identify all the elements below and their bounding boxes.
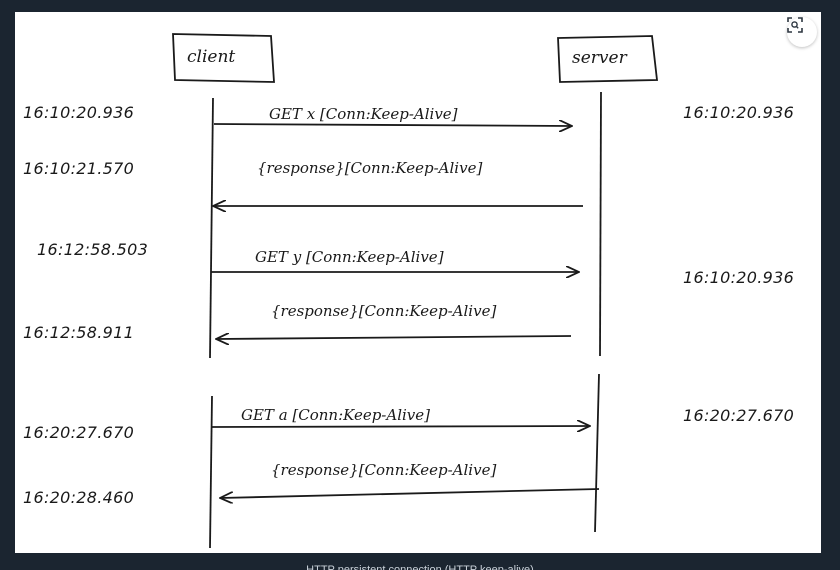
server-timestamp: 16:10:20.936: [683, 103, 794, 122]
client-lifeline-1: [209, 97, 214, 359]
server-actor-label: server: [572, 48, 628, 68]
message-label: GET y [Conn:Keep-Alive]: [255, 248, 444, 266]
message-label: {response}[Conn:Keep-Alive]: [271, 302, 496, 320]
client-timestamp: 16:10:20.936: [23, 103, 134, 122]
message-label: {response}[Conn:Keep-Alive]: [257, 159, 482, 177]
client-timestamp: 16:10:21.570: [23, 159, 134, 178]
message-row: GET x [Conn:Keep-Alive]: [213, 105, 572, 126]
message-label: GET x [Conn:Keep-Alive]: [269, 105, 458, 123]
sequence-diagram: client server GET x [Conn:Keep-Alive] {r…: [15, 12, 821, 553]
zoom-icon: [787, 17, 803, 33]
message-row: GET y [Conn:Keep-Alive]: [211, 248, 579, 272]
client-actor-box: client: [172, 33, 275, 83]
message-row: {response}[Conn:Keep-Alive]: [213, 159, 583, 206]
image-caption: HTTP persistent connection (HTTP keep-al…: [306, 564, 534, 570]
client-lifeline-2: [209, 395, 213, 549]
server-timestamp: 16:10:20.936: [683, 268, 794, 287]
diagram-svg: client server GET x [Conn:Keep-Alive] {r…: [23, 33, 794, 549]
message-row: {response}[Conn:Keep-Alive]: [220, 461, 600, 498]
client-timestamp: 16:12:58.911: [23, 323, 134, 342]
client-timestamp: 16:20:27.670: [23, 423, 134, 442]
server-lifeline-2: [594, 373, 600, 533]
response-arrow: [216, 336, 572, 339]
response-arrow: [220, 488, 600, 498]
zoom-button[interactable]: [787, 17, 817, 47]
request-arrow: [211, 426, 590, 427]
message-row: GET a [Conn:Keep-Alive]: [211, 406, 590, 427]
server-actor-box: server: [557, 35, 659, 83]
message-row: {response}[Conn:Keep-Alive]: [216, 302, 572, 339]
client-timestamp: 16:20:28.460: [23, 488, 134, 507]
server-timestamp: 16:20:27.670: [683, 406, 794, 425]
server-lifeline-1: [599, 91, 602, 357]
client-timestamp: 16:12:58.503: [37, 240, 148, 259]
request-arrow: [213, 124, 572, 126]
message-label: GET a [Conn:Keep-Alive]: [241, 406, 430, 424]
client-actor-label: client: [187, 47, 235, 67]
message-label: {response}[Conn:Keep-Alive]: [271, 461, 496, 479]
